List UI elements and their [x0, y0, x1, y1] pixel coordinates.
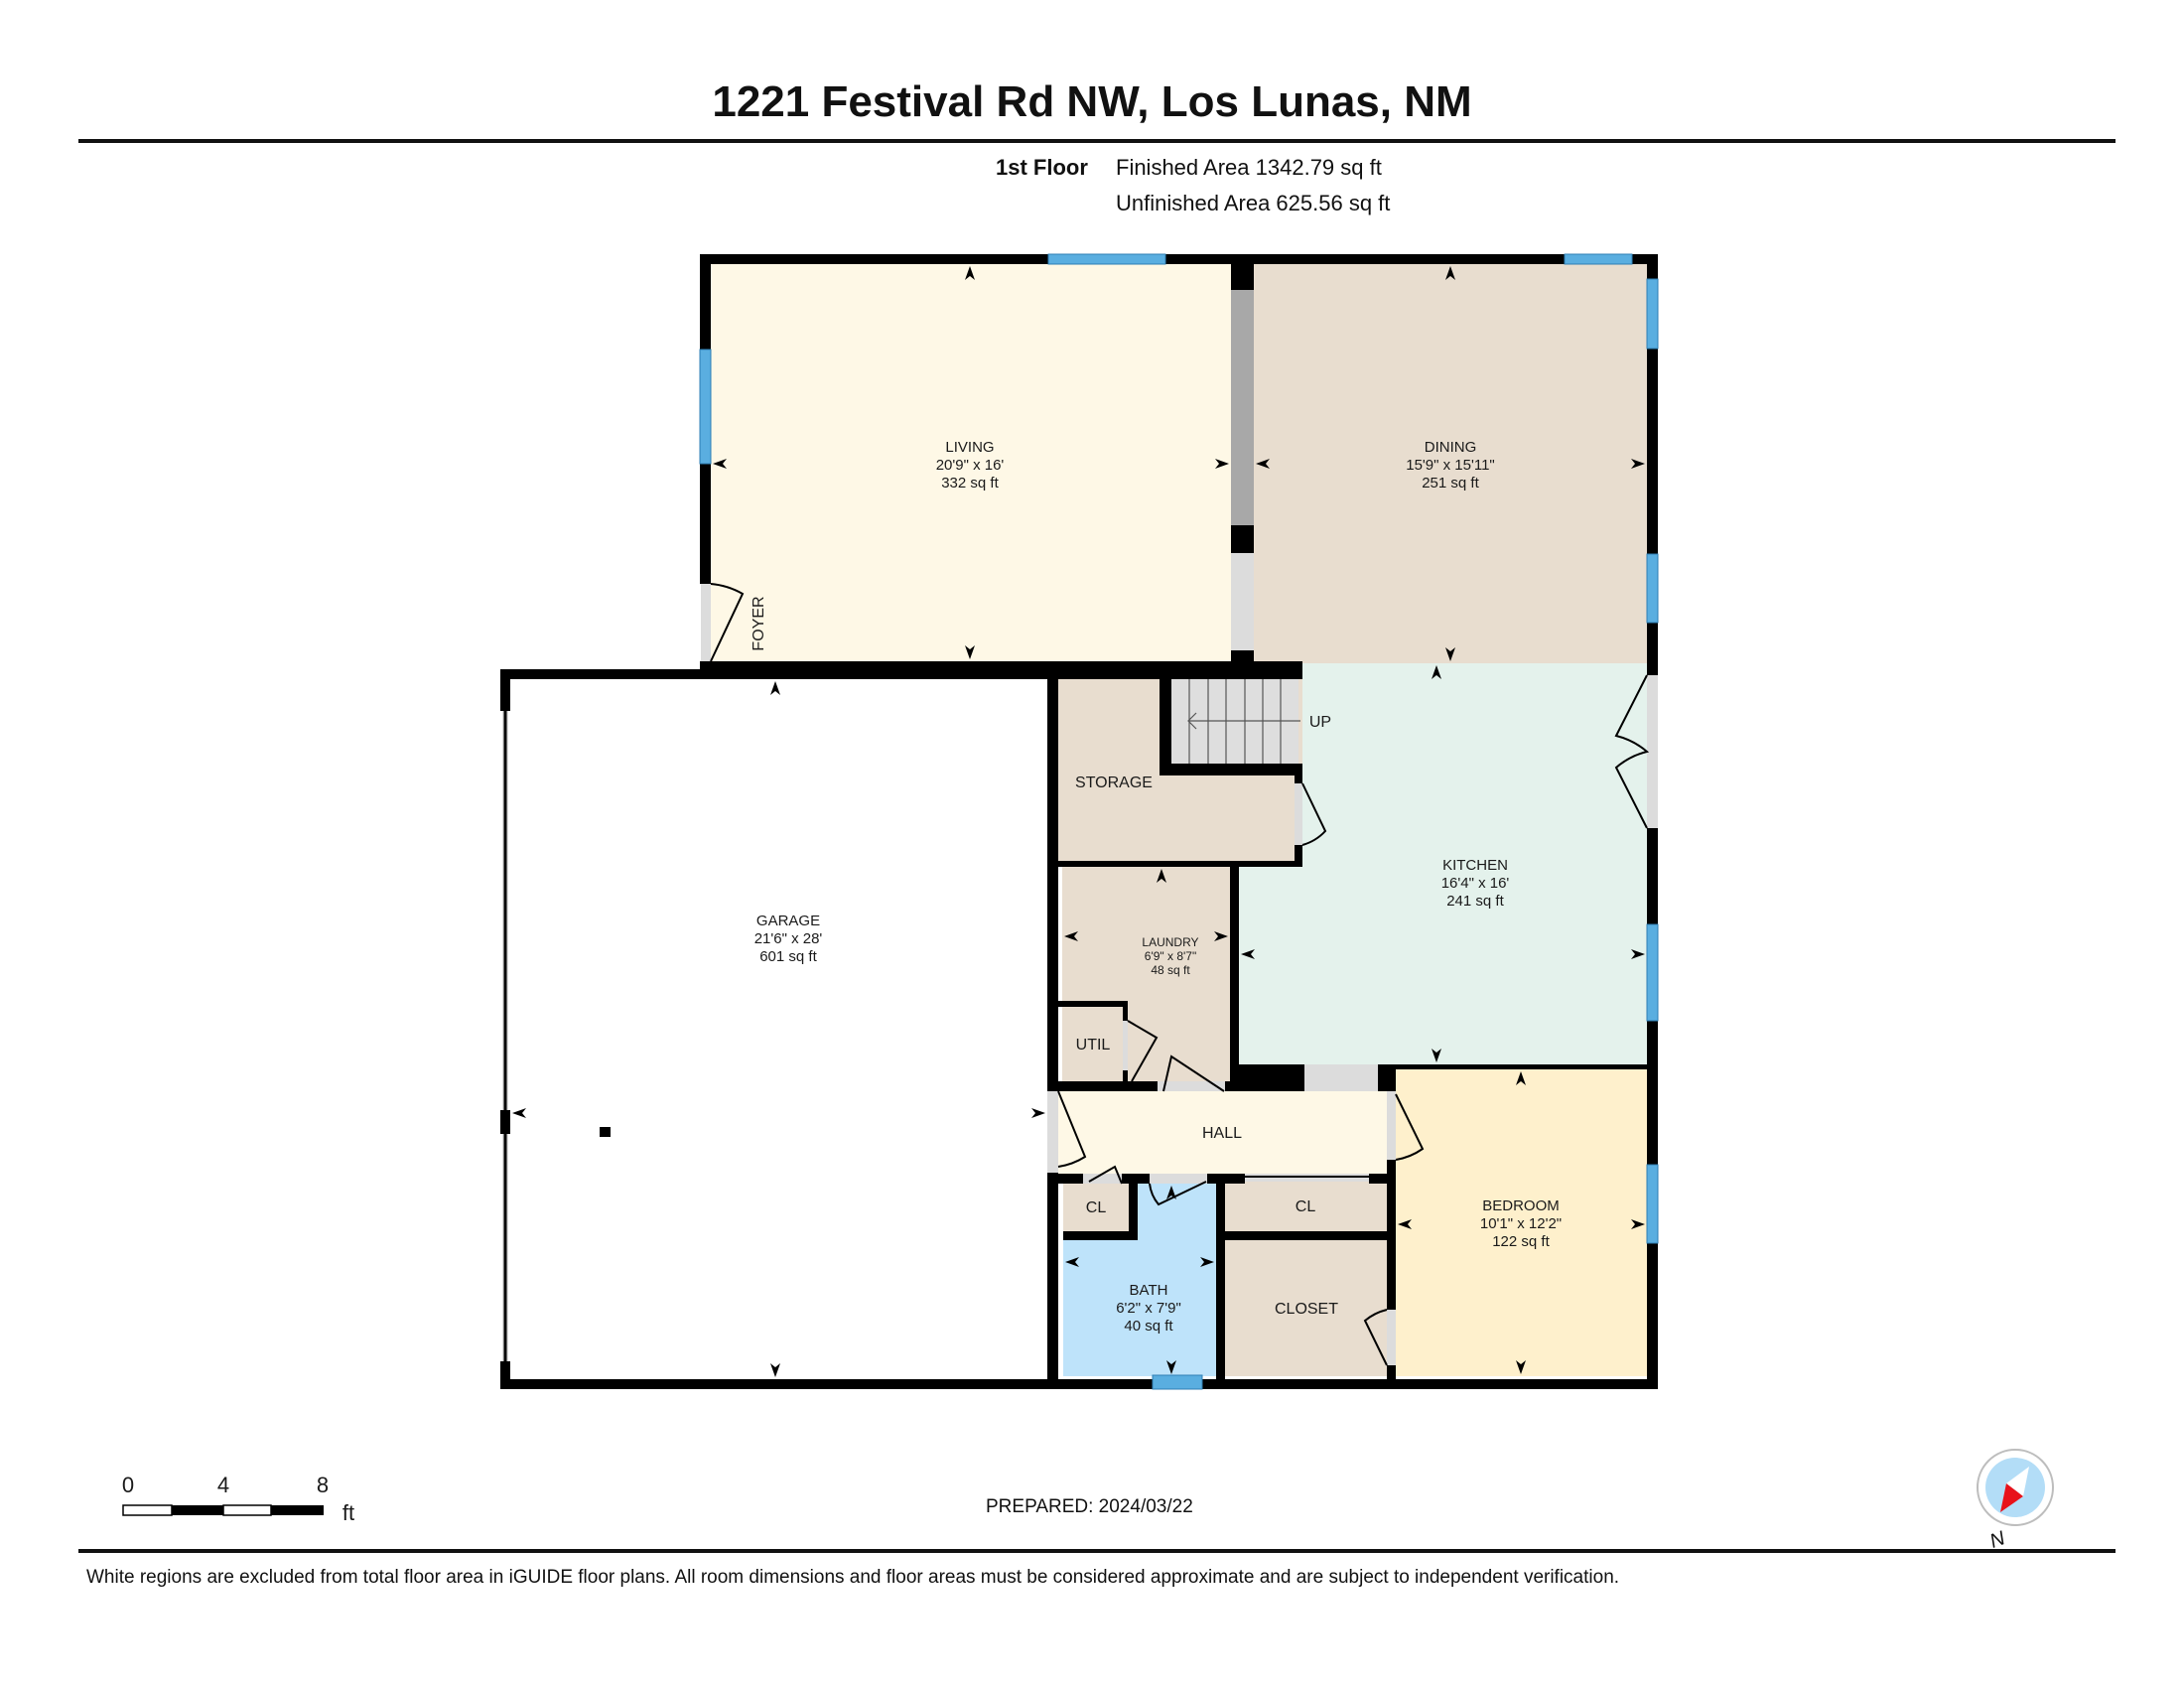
closet-name: CLOSET: [1275, 1301, 1338, 1318]
bath-name: BATH: [1130, 1282, 1168, 1299]
room-cl-left: [1063, 1184, 1129, 1231]
room-bath: [1063, 1184, 1216, 1376]
living-area: 332 sq ft: [941, 475, 999, 492]
room-kitchen: [1239, 663, 1647, 1064]
room-util: [1062, 1007, 1123, 1081]
prepared-date: PREPARED: 2024/03/22: [986, 1496, 1193, 1517]
bedroom-name: BEDROOM: [1482, 1197, 1560, 1214]
compass-icon: [1977, 1449, 2054, 1526]
walls: [500, 254, 1658, 1389]
room-bedroom: [1396, 1069, 1647, 1376]
dining-area: 251 sq ft: [1422, 475, 1479, 492]
scale-bar: 0 4 8 ft: [122, 1473, 354, 1525]
laundry-name: LAUNDRY: [1142, 935, 1198, 949]
util-name: UTIL: [1076, 1037, 1111, 1054]
kitchen-area: 241 sq ft: [1446, 893, 1504, 910]
living-name: LIVING: [945, 439, 994, 456]
garage-name: GARAGE: [756, 913, 820, 929]
bath-dims: 6'2" x 7'9": [1116, 1300, 1181, 1317]
page-title: 1221 Festival Rd NW, Los Lunas, NM: [712, 77, 1472, 126]
garage-column: [600, 1127, 611, 1137]
bedroom-area: 122 sq ft: [1492, 1233, 1550, 1250]
footer-divider: [78, 1549, 2116, 1553]
room-closet: [1225, 1240, 1390, 1376]
laundry-area: 48 sq ft: [1151, 963, 1190, 977]
laundry-dims: 6'9" x 8'7": [1145, 949, 1196, 963]
hall-name: HALL: [1202, 1125, 1242, 1142]
header-divider: [78, 139, 2116, 143]
stair-treads: [1187, 679, 1300, 764]
foyer-name: FOYER: [751, 596, 767, 650]
unfinished-area: Unfinished Area 625.56 sq ft: [1116, 191, 1391, 215]
floor-name: 1st Floor: [996, 155, 1088, 180]
living-dims: 20'9" x 16': [936, 457, 1005, 474]
garage-area: 601 sq ft: [759, 948, 817, 965]
dining-name: DINING: [1425, 439, 1477, 456]
dining-dims: 15'9" x 15'11": [1406, 457, 1495, 474]
kitchen-name: KITCHEN: [1442, 857, 1508, 874]
finished-area: Finished Area 1342.79 sq ft: [1116, 155, 1382, 180]
room-garage: [510, 679, 1047, 1379]
windows: [699, 253, 1659, 1390]
dimension-arrows: [512, 266, 1645, 1377]
scale-tick-4: 4: [217, 1473, 229, 1497]
garage-dims: 21'6" x 28': [754, 930, 823, 947]
room-dining: [1254, 264, 1647, 663]
bath-area: 40 sq ft: [1124, 1318, 1173, 1335]
stairs-up-label: UP: [1309, 714, 1331, 731]
storage-name: STORAGE: [1075, 774, 1153, 791]
half-wall-partition: [1231, 290, 1254, 525]
footer-disclaimer: White regions are excluded from total fl…: [86, 1567, 1620, 1588]
scale-unit: ft: [342, 1500, 354, 1525]
cl-left-name: CL: [1086, 1199, 1107, 1216]
scale-tick-8: 8: [317, 1473, 329, 1497]
room-hall: [1058, 1091, 1387, 1174]
bedroom-dims: 10'1" x 12'2": [1480, 1215, 1562, 1232]
room-living: [711, 264, 1231, 661]
room-cl-right: [1225, 1182, 1387, 1231]
scale-tick-0: 0: [122, 1473, 134, 1497]
kitchen-dims: 16'4" x 16': [1441, 875, 1510, 892]
door-swings: [710, 583, 1650, 1366]
cl-right-name: CL: [1296, 1198, 1316, 1215]
